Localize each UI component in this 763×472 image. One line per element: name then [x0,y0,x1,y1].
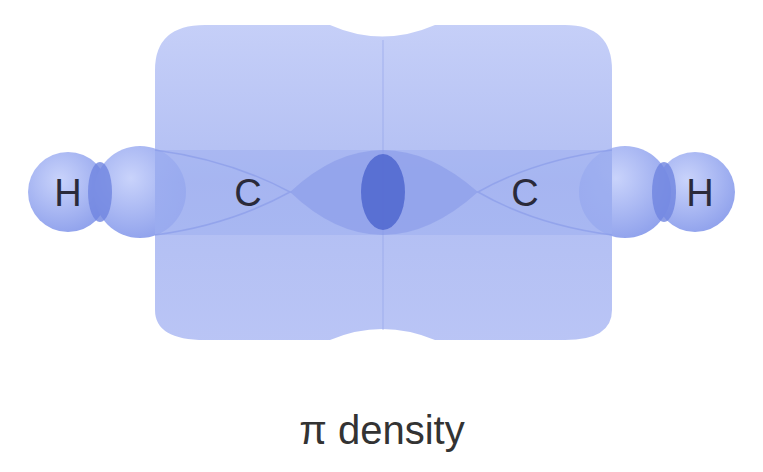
carbon-label: C [511,174,538,212]
bond-center [361,154,405,230]
hydrogen-label: H [686,174,713,212]
overlap [652,162,676,222]
caption: π density [299,410,464,450]
carbon-label: C [234,174,261,212]
overlap [88,162,112,222]
hydrogen-label: H [54,174,81,212]
sigma-edge [155,150,290,235]
sigma-lens [290,150,478,235]
sigma-edge [478,150,612,235]
pi-cloud [155,25,612,340]
